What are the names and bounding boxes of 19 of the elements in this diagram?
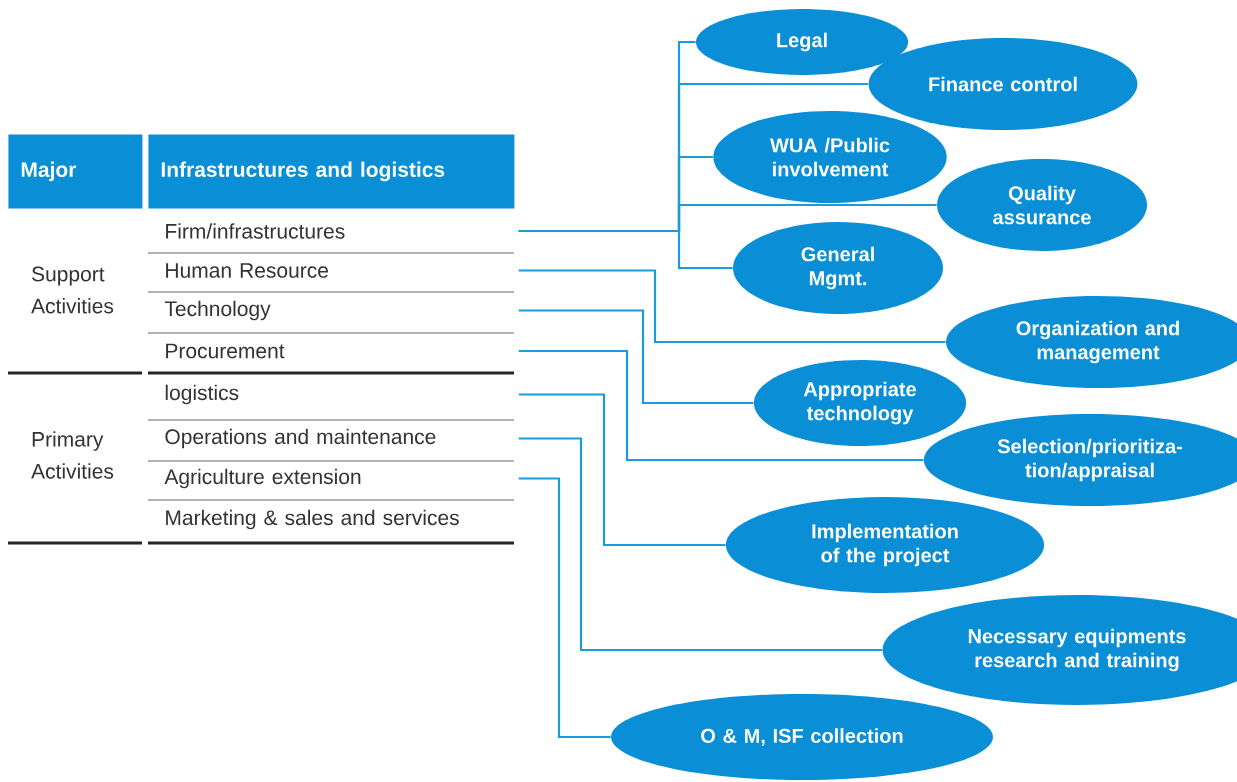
connector-line (518, 437, 883, 652)
connector-line (518, 309, 754, 405)
table-row: Agriculture extension (147, 468, 515, 501)
header-cell: Infrastructures and logistics (148, 134, 515, 209)
table-row: Technology (147, 300, 515, 334)
group-label: Primary Activities (31, 431, 114, 479)
header-cell: Major (8, 134, 143, 209)
connector-line (518, 349, 924, 462)
table-row: logistics (147, 384, 515, 421)
connector-line (518, 269, 946, 344)
table-row: Firm/infrastructures (147, 223, 515, 254)
table-row: Operations and maintenance (147, 428, 515, 462)
group-label: Support Activities (31, 266, 114, 314)
connector-line (518, 477, 611, 739)
connector-line (518, 393, 726, 547)
table-row: Marketing & sales and services (148, 509, 514, 545)
table-row: Procurement (148, 343, 514, 375)
connector-line (518, 229, 733, 270)
table-row: Human Resource (147, 263, 515, 293)
